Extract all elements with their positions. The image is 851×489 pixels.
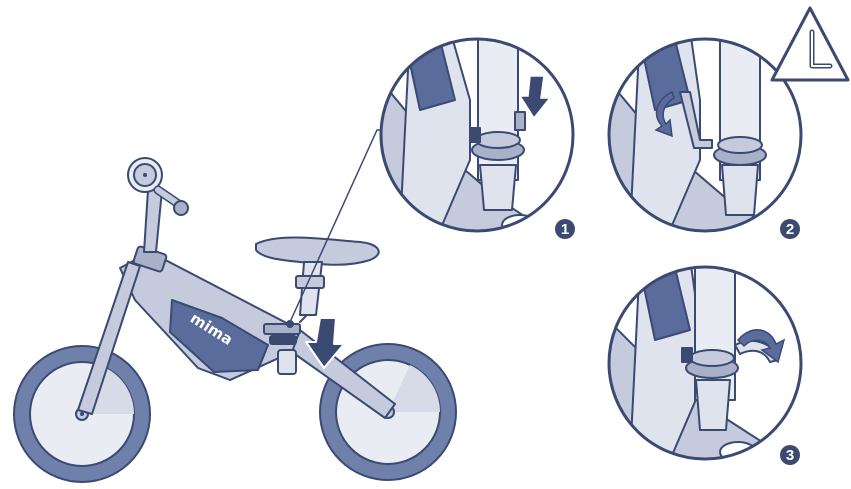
detail-step-1: 1	[380, 30, 575, 240]
front-wheel	[14, 346, 150, 482]
step-3-number: 3	[786, 447, 794, 464]
step-1-number: 1	[561, 221, 569, 238]
step-3-badge: 3	[780, 445, 800, 465]
step-1-badge: 1	[555, 219, 575, 239]
seat-clamp	[264, 324, 300, 344]
stem	[144, 190, 162, 252]
step-2-number: 2	[786, 221, 794, 238]
warning-triangle-icon	[772, 8, 848, 80]
detail-step-3: 3	[608, 258, 801, 465]
detail-step-2: 2	[608, 30, 801, 240]
seat-tube	[278, 350, 296, 374]
balance-bike: mima	[14, 158, 456, 482]
step-2-badge: 2	[780, 219, 800, 239]
